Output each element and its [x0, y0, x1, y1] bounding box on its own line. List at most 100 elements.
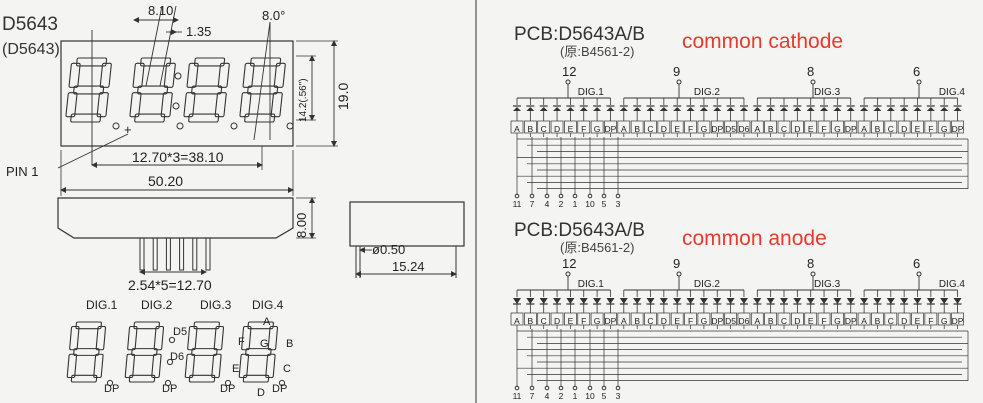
dim-total-height: 19.0 — [335, 83, 351, 110]
segment-label: D — [661, 124, 667, 134]
segment-label: A — [621, 316, 627, 326]
led-diode — [646, 105, 655, 111]
dim-pin-span: 12.70*3=38.10 — [132, 149, 224, 165]
led-diode — [846, 105, 855, 111]
digit-name-3: DIG.3 — [814, 279, 841, 290]
bottom-pin-3: 3 — [616, 391, 621, 401]
segment-label: F — [688, 124, 693, 134]
segment-label: F — [821, 316, 826, 326]
segment-label: G — [701, 316, 708, 326]
segment-label: F — [581, 124, 586, 134]
seg-d-label: D — [257, 387, 265, 399]
led-diode — [780, 105, 788, 111]
common-pin-12: 12 — [562, 256, 576, 271]
digit-name-4: DIG.4 — [939, 87, 966, 98]
segment-label: E — [915, 316, 921, 326]
segment-label: C — [781, 316, 787, 326]
led-diode — [553, 105, 562, 111]
pcb-subtitle-anode: (原:B4561-2) — [560, 240, 634, 255]
kind-label-cathode: common cathode — [682, 30, 843, 53]
led-diode — [886, 105, 895, 111]
led-diode — [619, 105, 628, 111]
schematic-common-cathode: PCB:D5643A/B (原:B4561-2) common cathode … — [510, 24, 969, 209]
segment-label: A — [754, 316, 760, 326]
side-pins — [139, 237, 211, 271]
bottom-pin-5: 5 — [602, 391, 607, 401]
dim-total-width: 50.20 — [148, 173, 183, 189]
illus-dig4-label: DIG.4 — [252, 298, 284, 312]
led-diode — [833, 105, 842, 111]
segment-label: C — [888, 124, 894, 134]
segment-label: B — [528, 316, 534, 326]
segment-label: C — [647, 124, 653, 134]
dim-digit-gap: 1.35 — [186, 24, 211, 39]
segment-label: G — [594, 124, 601, 134]
illus-d6-label: D6 — [170, 351, 184, 363]
segment-label: DP — [605, 124, 617, 134]
segment-label: DP — [952, 316, 964, 326]
segment-label: D6 — [739, 124, 750, 134]
led-diode — [793, 105, 802, 111]
seg-f-label: F — [238, 336, 245, 348]
segment-label: E — [915, 124, 921, 134]
led-diode — [566, 105, 575, 111]
illus-digit-2 — [124, 321, 165, 383]
segment-label: C — [541, 316, 547, 326]
seg-g-label: G — [260, 338, 269, 350]
illus-dig3-label: DIG.3 — [200, 298, 232, 312]
front-digit-3 — [183, 57, 230, 123]
led-diode — [699, 105, 708, 111]
illus-dp3-label: DP — [220, 383, 235, 395]
led-diode — [926, 105, 935, 111]
part-number-bottom: (D5643) — [2, 41, 60, 58]
bottom-pin-7: 7 — [530, 391, 535, 401]
segment-label: E — [568, 124, 574, 134]
segment-label: D5 — [725, 124, 736, 134]
segment-label: G — [941, 316, 948, 326]
segment-label: A — [514, 124, 520, 134]
digit-name-3: DIG.3 — [814, 87, 841, 98]
segment-label: E — [568, 316, 574, 326]
common-pin-9: 9 — [673, 256, 680, 271]
common-pin-12: 12 — [562, 64, 576, 79]
illus-dp4-label: DP — [272, 383, 287, 395]
led-diode — [513, 105, 521, 111]
led-diode — [739, 105, 748, 111]
led-diode — [940, 105, 949, 111]
bottom-pin-10: 10 — [585, 391, 595, 401]
led-diode — [820, 105, 829, 111]
digit-name-1: DIG.1 — [578, 279, 605, 290]
led-diode — [860, 105, 869, 111]
led-diode — [659, 105, 668, 111]
segment-label: D — [794, 316, 800, 326]
segment-label: C — [888, 316, 894, 326]
digit-name-1: DIG.1 — [578, 87, 605, 98]
segment-label: A — [861, 316, 867, 326]
led-diode — [713, 105, 722, 111]
illus-dp1-label: DP — [104, 383, 119, 395]
illus-digit-3 — [184, 321, 225, 383]
segment-label: G — [701, 124, 708, 134]
common-pin-8: 8 — [807, 256, 814, 271]
front-digit-1 — [65, 57, 112, 123]
led-diode — [579, 105, 588, 111]
segment-label: E — [808, 124, 814, 134]
led-diode — [900, 105, 909, 111]
segment-label: DP — [605, 316, 617, 326]
bottom-pin-3: 3 — [616, 199, 621, 209]
digit-name-4: DIG.4 — [939, 279, 966, 290]
front-digit-4 — [239, 57, 286, 123]
led-diode — [806, 105, 815, 111]
segment-label: A — [754, 124, 760, 134]
segment-label: D — [901, 124, 907, 134]
display-end-view — [349, 201, 465, 247]
mechanical-drawing: D5643 (D5643) 8.10 1.35 8.0° 14.2(.56") … — [2, 3, 465, 399]
led-diode — [953, 105, 962, 111]
common-pin-9: 9 — [673, 64, 680, 79]
led-diode — [766, 105, 775, 111]
led-diode — [539, 105, 548, 111]
segment-label: G — [834, 124, 841, 134]
segment-label: F — [581, 316, 586, 326]
